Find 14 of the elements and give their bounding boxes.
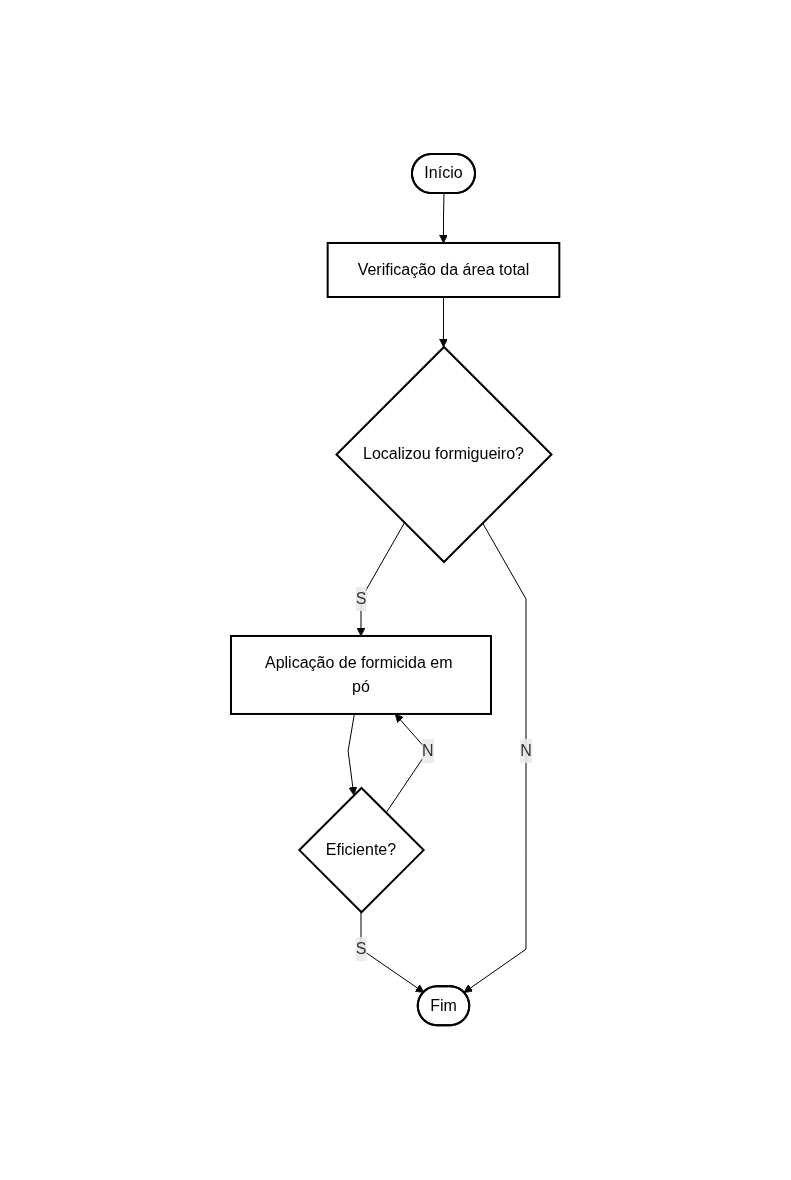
edge-label: N: [422, 742, 434, 760]
node-diamond: Localizou formigueiro?: [335, 345, 554, 564]
edge-label: N: [520, 742, 533, 760]
arrow: [356, 522, 406, 637]
edge-label: S: [355, 590, 367, 608]
arrow: [439, 296, 449, 348]
arrow: [347, 713, 358, 796]
node-diamond: Eficiente?: [298, 786, 426, 915]
node-box: Aplicação de formicida em pó: [230, 635, 493, 716]
arrow: [463, 522, 527, 994]
arrow: [360, 912, 425, 994]
edge-label: S: [355, 940, 367, 958]
arrow: [439, 193, 449, 244]
node-box: Verificação da área total: [327, 242, 561, 299]
